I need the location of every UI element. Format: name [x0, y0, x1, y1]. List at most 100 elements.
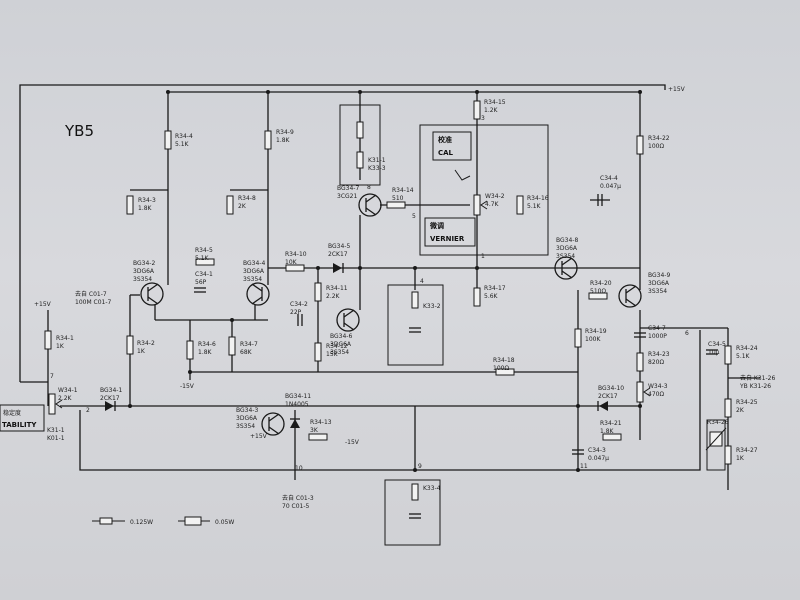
node-4: 4 — [420, 278, 424, 285]
resistor-r10-value: 10K — [285, 259, 298, 266]
legend-large-label: 0.05W — [215, 519, 234, 526]
relay-contact-k1: K31-1 — [356, 121, 386, 164]
resistor-r16: R34-165.1K — [516, 195, 549, 215]
output-bottom-ref: 70 C01-5 — [282, 503, 310, 510]
legend-resistor-small — [99, 517, 113, 525]
potentiometer-w2-value: 4.7K — [485, 201, 500, 208]
resistor-r17: R34-175.6K — [473, 285, 506, 307]
resistor-r15-ref: R34-15 — [484, 99, 506, 106]
thermistor-ref: R34-26 — [707, 419, 729, 426]
node-10: 10 — [295, 465, 303, 472]
node-2: 2 — [86, 407, 90, 414]
resistor-r17-value: 5.6K — [484, 293, 499, 300]
resistor-r8-value: 2K — [238, 203, 247, 210]
resistor-body — [308, 433, 328, 441]
resistor-r21-value: 1.8K — [600, 428, 615, 435]
resistor-r10-ref: R34-10 — [285, 251, 307, 258]
junction — [166, 90, 170, 94]
transistor-q2-ref: BG34-2 — [133, 260, 155, 267]
switch-arm — [454, 169, 471, 181]
node-5: 5 — [412, 213, 416, 220]
cal-chinese-label: 校准 — [438, 135, 452, 144]
relay-box-k3 — [387, 284, 444, 366]
potentiometer-w1[interactable]: W34-12.2K — [48, 387, 78, 415]
cal-label: CAL — [438, 149, 454, 157]
transistor-emitter — [268, 426, 280, 435]
resistor-r22-ref: R34-22 — [648, 135, 670, 142]
transistor-collector — [147, 283, 159, 292]
potentiometer-w1-value: 2.2K — [58, 395, 73, 402]
resistor-r11-value: 2.2K — [326, 293, 341, 300]
resistor-r9: R34-91.8K — [264, 129, 294, 150]
potentiometer-w2[interactable]: W34-24.7K — [473, 193, 505, 216]
resistor-r5-ref: R34-5 — [195, 247, 213, 254]
resistor-r1: R34-11K — [44, 330, 74, 350]
resistor-r16-value: 5.1K — [527, 203, 542, 210]
transistor-q2-value: 3DG6A — [133, 268, 155, 275]
potentiometer-w1-ref: W34-1 — [58, 387, 78, 394]
transistor-body — [336, 308, 360, 332]
thermistor-box — [706, 419, 726, 471]
transistor-collector — [625, 285, 637, 294]
minus15-left-label: -15V — [180, 383, 195, 390]
cal-switch[interactable]: 校准 CAL — [432, 131, 472, 181]
junction — [576, 468, 580, 472]
resistor-r18-value: 100Ω — [493, 365, 509, 372]
resistor-r19-value: 100K — [585, 336, 601, 343]
node-3: 3 — [481, 115, 485, 122]
relay-k4-ref: K33-4 — [423, 485, 441, 492]
resistor-r25-ref: R34-25 — [736, 399, 758, 406]
resistor-body — [574, 328, 582, 348]
resistor-body — [314, 342, 322, 362]
resistor-body — [264, 130, 272, 150]
resistor-r27-ref: R34-27 — [736, 447, 758, 454]
components: R34-11KW34-12.2KR34-21KR34-31.8KR34-45.1… — [44, 99, 758, 519]
relay-contact — [356, 151, 364, 169]
diode-d5-ref: BG34-5 — [328, 243, 350, 250]
plus15-label: +15V — [668, 86, 686, 93]
resistor-r2: R34-21K — [126, 335, 155, 355]
diode-triangle — [105, 401, 114, 411]
capacitor-c3-value: 0.047μ — [588, 455, 609, 462]
pot-body — [473, 194, 481, 216]
resistor-body — [126, 195, 134, 215]
resistor-body — [473, 287, 481, 307]
vernier-label-box — [424, 217, 476, 247]
resistor-r6-value: 1.8K — [198, 349, 213, 356]
cal-label-box — [432, 131, 472, 161]
resistor-body — [228, 336, 236, 356]
resistor-body — [636, 352, 644, 372]
capacitor-c5-ref: C34-5 — [708, 341, 726, 348]
resistor-body — [186, 340, 194, 360]
transistor-collector — [561, 257, 573, 266]
resistor-r1-value: 1K — [56, 343, 65, 350]
resistor-r1-ref: R34-1 — [56, 335, 74, 342]
plus15-bottom-label: +15V — [250, 433, 268, 440]
junction — [188, 370, 192, 374]
relay-k1-ref: K31-1 — [368, 157, 386, 164]
transistor-q9-value: 3DG6A — [648, 280, 670, 287]
vernier-switch[interactable]: 微调 VERNIER — [424, 217, 476, 247]
resistor-body — [44, 330, 52, 350]
vernier-chinese-label: 微调 — [429, 221, 444, 230]
resistor-r12-ref: R34-12 — [326, 343, 348, 350]
resistor-r24: R34-245.1K — [724, 345, 758, 365]
resistor-r2-ref: R34-2 — [137, 340, 155, 347]
resistor-r5: R34-55.1K — [195, 247, 215, 266]
transistor-q8-value: 3DG6A — [556, 245, 578, 252]
resistor-body — [588, 292, 608, 300]
transistor-q8-ref: BG34-8 — [556, 237, 578, 244]
relay-contact-k3: K33-3 — [356, 151, 386, 172]
capacitor-c1-ref: C34-1 — [195, 271, 213, 278]
transistor-collector — [343, 309, 355, 318]
capacitor-c4-ref: C34-4 — [600, 175, 618, 182]
resistor-r7-ref: R34-7 — [240, 341, 258, 348]
pot-body — [48, 393, 56, 415]
